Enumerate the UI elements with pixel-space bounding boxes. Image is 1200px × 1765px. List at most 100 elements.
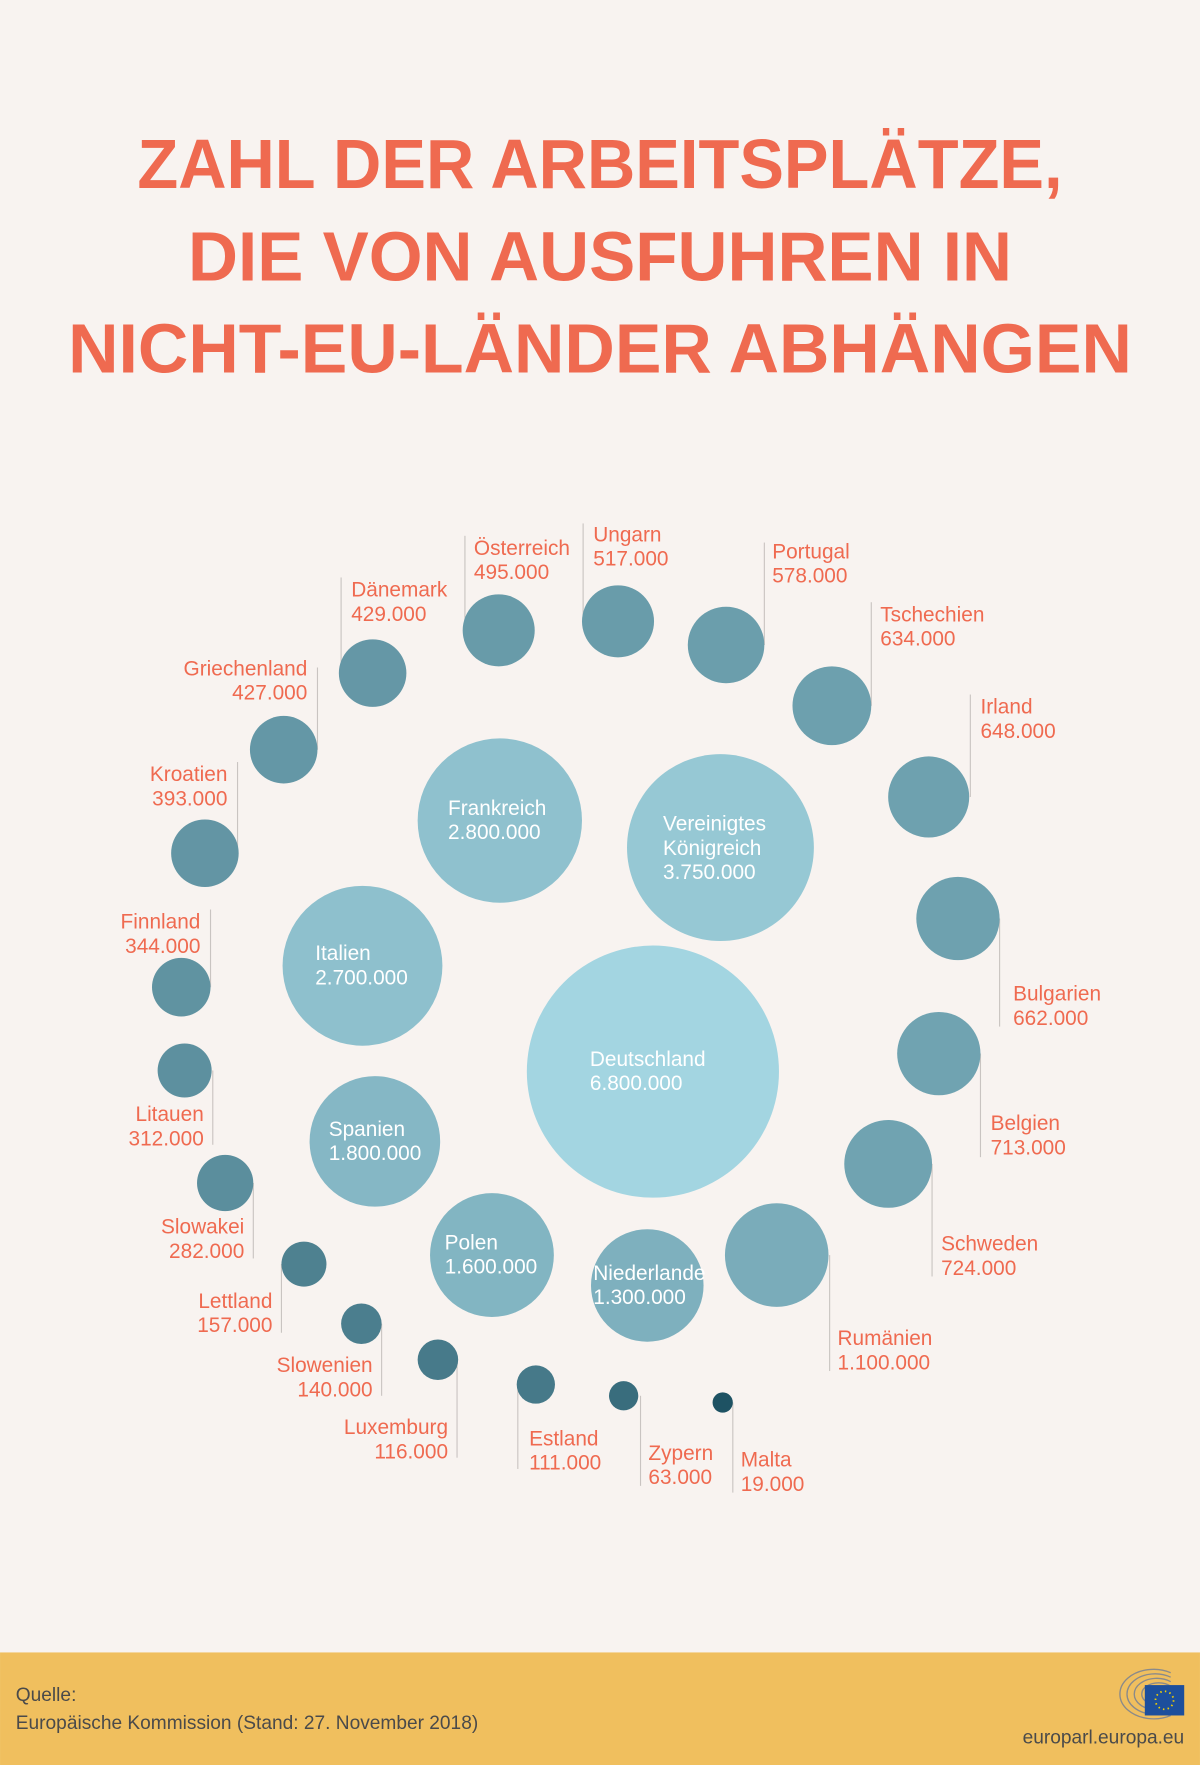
source-text: Europäische Kommission (Stand: 27. Novem… [16,1713,478,1734]
value-label: 578.000 [772,565,847,588]
page-title: ZAHL DER ARBEITSPLÄTZE, DIE VON AUSFUHRE… [68,125,1132,388]
bubble-portugal [687,606,765,684]
bubble-frankreich [417,738,582,903]
bubble-ungarn [581,585,655,658]
country-label: Bulgarien [1013,983,1101,1006]
title-line-3: NICHT-EU-LÄNDER ABHÄNGEN [68,310,1132,388]
value-label: 634.000 [880,628,955,651]
country-label: Malta [741,1449,792,1472]
country-label: Tschechien [880,603,984,626]
value-label: 648.000 [980,720,1055,743]
bubble-kroatien [171,819,239,888]
country-label: Zypern [648,1442,713,1465]
country-label: Vereinigtes [663,813,766,836]
country-label: Polen [445,1231,498,1254]
country-label: Ungarn [593,523,661,546]
bubble-vereinigtes-koenigreich [627,754,814,942]
value-label: 393.000 [152,787,227,810]
value-label: 724.000 [941,1257,1016,1280]
bubble-bulgarien [916,876,1000,961]
country-label: Slowenien [277,1354,373,1377]
country-label: Irland [980,696,1032,719]
bubble-italien [282,885,443,1046]
bubble-slowakei [197,1154,254,1212]
country-label: Griechenland [184,657,308,680]
value-label: 111.000 [529,1452,601,1475]
value-label: 429.000 [351,603,426,626]
value-label: 312.000 [129,1127,204,1150]
value-label: 63.000 [648,1466,712,1489]
bubble-luxemburg [417,1339,459,1381]
value-label: 282.000 [169,1240,244,1263]
value-label: 662.000 [1013,1007,1088,1030]
value-label: 19.000 [741,1473,805,1496]
country-label: Königreich [663,837,761,860]
value-label: 517.000 [593,548,668,571]
value-label: 344.000 [125,935,200,958]
bubble-oesterreich [462,594,535,667]
bubble-rumaenien [724,1203,829,1307]
country-label: Kroatien [150,763,228,786]
country-label: Italien [315,942,371,965]
value-label: 3.750.000 [663,861,756,884]
value-label: 1.600.000 [445,1256,538,1279]
country-label: Slowakei [161,1216,244,1239]
bubble-griechenland [249,715,318,784]
source-label: Quelle: [16,1685,77,1706]
country-label: Spanien [329,1118,405,1141]
country-label: Deutschland [590,1048,706,1071]
value-label: 2.800.000 [448,821,541,844]
bubble-schweden [844,1120,933,1208]
country-label: Belgien [991,1112,1060,1135]
country-label: Frankreich [448,797,546,820]
bubble-irland [888,756,970,838]
bubble-malta [712,1392,733,1413]
value-label: 2.700.000 [315,966,408,989]
country-label: Portugal [772,540,850,563]
value-label: 427.000 [232,682,307,705]
bubble-litauen [157,1043,212,1098]
country-label: Rumänien [838,1327,933,1350]
value-label: 1.300.000 [593,1286,686,1309]
value-label: 116.000 [374,1440,448,1463]
website-link[interactable]: europarl.europa.eu [1023,1728,1185,1749]
value-label: 1.100.000 [838,1351,931,1374]
country-label: Dänemark [351,579,448,602]
footer: Quelle: Europäische Kommission (Stand: 2… [0,1652,1200,1765]
value-label: 495.000 [474,561,549,584]
european-parliament-logo [1119,1668,1185,1720]
value-label: 6.800.000 [590,1072,683,1095]
value-label: 1.800.000 [329,1142,422,1165]
bubble-polen [430,1193,554,1317]
eu-flag-icon [1144,1685,1185,1716]
title-line-2: DIE VON AUSFUHREN IN [188,217,1012,295]
bubble-tschechien [792,666,872,746]
bubble-zypern [609,1381,639,1411]
footer-background [0,1652,1200,1765]
country-label: Niederlande [593,1262,705,1285]
bubble-chart: Deutschland6.800.000VereinigtesKönigreic… [121,523,1101,1496]
bubble-estland [516,1365,555,1404]
bubble-niederlande [590,1229,704,1342]
country-label: Litauen [135,1103,203,1126]
